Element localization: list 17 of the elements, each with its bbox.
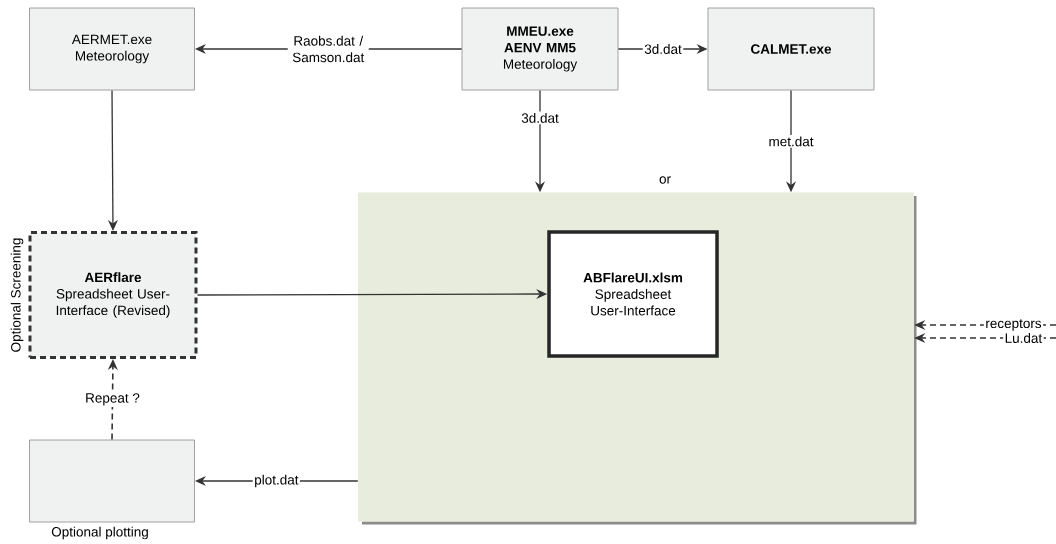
process-box: CALMET.exe xyxy=(707,7,875,91)
process-box: AERMET.exe Meteorology xyxy=(29,7,195,91)
edge-label: Repeat ? xyxy=(86,393,140,406)
edge-label: Raobs.dat / Samson.dat xyxy=(292,35,365,63)
side-caption: Optional plotting xyxy=(51,526,148,540)
edge-label: Lu.dat xyxy=(1005,333,1043,343)
side-caption: Optional Screening xyxy=(10,238,24,352)
process-box: MMEU.exe AENV MM5 Meteorology xyxy=(461,7,619,91)
edge-label: 3d.dat xyxy=(521,112,559,123)
process-box: ABFlareUI.xlsm Spreadsheet User-Interface xyxy=(547,230,719,358)
edge-label: receptors xyxy=(986,319,1042,331)
edge-label: 3d.dat xyxy=(644,44,682,54)
edge-label: plot.dat xyxy=(255,474,299,488)
process-box: AERflare Spreadsheet User-Interface (Revised) xyxy=(28,231,198,359)
edge-label: met.dat xyxy=(769,136,814,147)
note-text: or xyxy=(659,176,671,184)
process-box xyxy=(29,439,195,523)
